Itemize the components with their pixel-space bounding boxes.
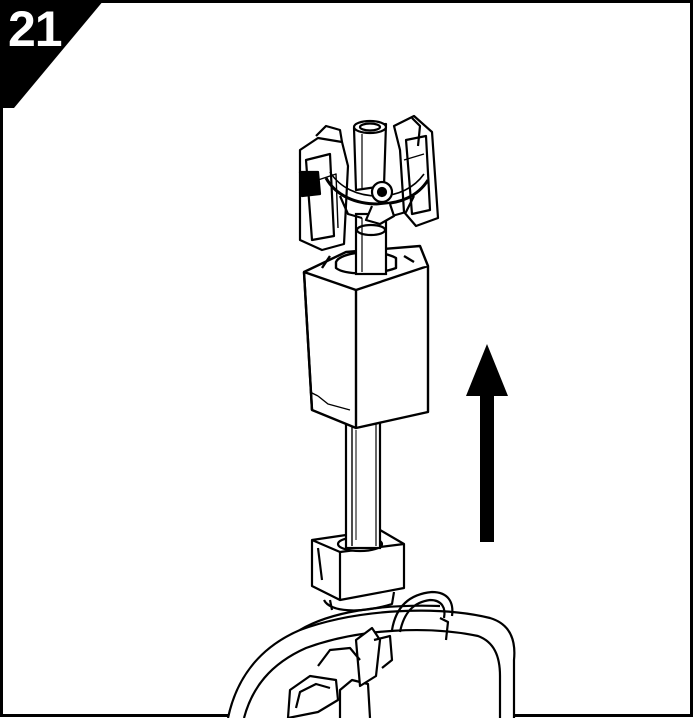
base-unit bbox=[226, 590, 516, 718]
shaft-tube bbox=[344, 410, 382, 550]
step-number: 21 bbox=[8, 1, 63, 57]
handle-head bbox=[298, 114, 440, 252]
up-arrow-icon bbox=[466, 344, 508, 542]
step-badge bbox=[0, 0, 104, 108]
